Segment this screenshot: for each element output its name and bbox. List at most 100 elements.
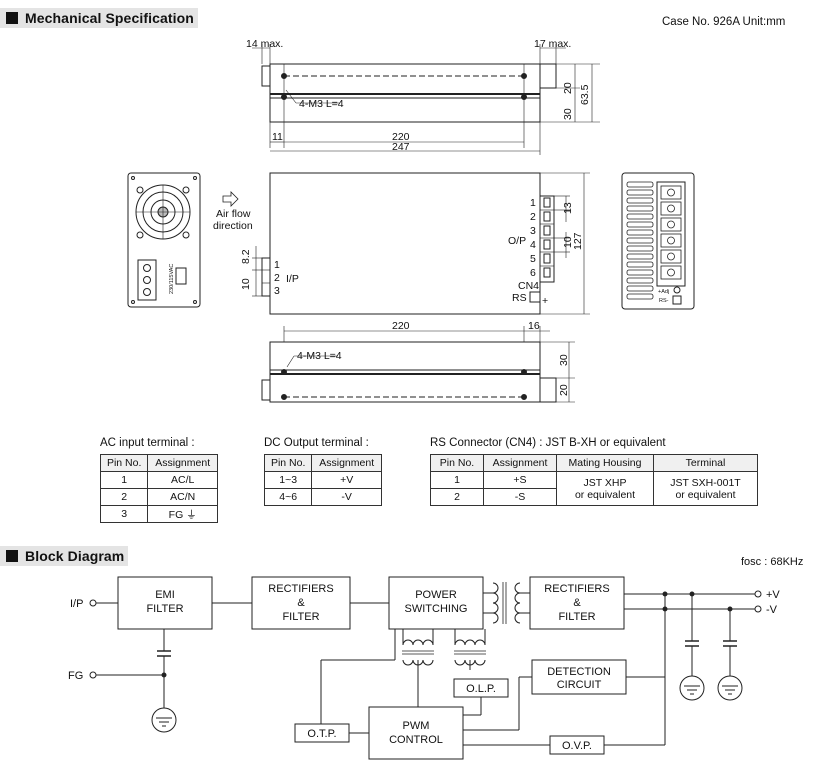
rs-plus: + <box>542 295 548 307</box>
top-view-left-protrusion <box>261 65 271 87</box>
terminal-cell: JST SXH-001T or equivalent <box>653 471 758 506</box>
output-end-view <box>621 172 695 310</box>
junction-dot <box>161 672 167 678</box>
dim-20-bottom: 20 <box>558 384 570 396</box>
vplus-label: +V <box>766 589 780 601</box>
rs-header-assign: Assignment <box>483 454 557 472</box>
airflow-label-1: Air flow <box>216 208 251 220</box>
rect2-label-3: FILTER <box>558 611 595 623</box>
rect2-label-2: & <box>573 597 581 609</box>
power-label-1: POWER <box>415 589 457 601</box>
emi-label-2: FILTER <box>146 603 183 615</box>
dim-16: 16 <box>528 320 540 332</box>
op-pin-1: 1 <box>530 197 536 209</box>
dim-220-bottom: 220 <box>392 320 410 332</box>
header-square-icon <box>6 12 18 24</box>
leader-line <box>286 355 295 368</box>
ac-terminal-screw <box>143 264 151 272</box>
vminus-label: -V <box>766 604 778 616</box>
fg-terminal-icon <box>89 671 97 679</box>
rs-small-connector <box>672 295 682 305</box>
table-row: 1 AC/L <box>99 471 218 489</box>
output-end-body <box>621 172 695 310</box>
side-view <box>222 172 590 315</box>
dim-8-2: 8.2 <box>240 249 252 264</box>
top-view <box>252 44 600 155</box>
voltage-switch <box>175 267 187 285</box>
airflow-label-2: direction <box>213 220 253 232</box>
top-view-right-protrusion <box>539 63 557 89</box>
op-pin-6: 6 <box>530 267 536 279</box>
housing-line-2: or equivalent <box>574 488 636 501</box>
transformer-primary-icon <box>492 582 499 624</box>
table-cell: 1 <box>99 471 149 489</box>
pwm-label-1: PWM <box>403 720 430 732</box>
case-info: Case No. 926A Unit:mm <box>662 16 786 28</box>
rs-header-housing: Mating Housing <box>556 454 654 472</box>
bottom-view <box>261 326 575 403</box>
op-terminal-block <box>539 195 555 283</box>
fg-label-block: FG <box>68 670 83 682</box>
olp-label: O.L.P. <box>466 683 496 695</box>
pwm-label-2: CONTROL <box>389 734 443 746</box>
ip-label: I/P <box>286 273 299 285</box>
ip-pin-3: 3 <box>274 285 280 297</box>
screw-note-top: 4-M3 L=4 <box>299 98 344 110</box>
rectifier2-block <box>529 576 625 630</box>
power-label-2: SWITCHING <box>405 603 468 615</box>
ac-input-table: Pin No. Assignment 1 AC/L 2 AC/N 3 FG ⏚ <box>99 454 218 523</box>
rs-connector <box>529 291 541 303</box>
ac-header-pin: Pin No. <box>99 454 149 472</box>
fosc-label: fosc : 68KHz <box>741 556 804 568</box>
leader-line <box>285 89 297 104</box>
ground-symbol-icon <box>151 707 177 733</box>
dim-30-bottom: 30 <box>558 354 570 366</box>
ip-pin-2: 2 <box>274 272 280 284</box>
dc-table-title: DC Output terminal : <box>264 437 369 449</box>
ip-terminal-icon <box>89 599 97 607</box>
op-screw <box>543 225 551 236</box>
corner-hole <box>193 176 197 180</box>
fan-screw <box>182 231 190 239</box>
rs-table-title: RS Connector (CN4) : JST B-XH or equival… <box>430 437 666 449</box>
table-cell: 4~6 <box>263 488 313 506</box>
ip-terminal-block <box>261 257 271 297</box>
op-pin-2: 2 <box>530 211 536 223</box>
ground-symbol-icon <box>679 675 705 701</box>
dim-127: 127 <box>572 232 584 250</box>
transformer-secondary-icon <box>514 582 521 624</box>
dim-63-5: 63.5 <box>579 84 591 105</box>
table-cell: 3 <box>99 505 149 523</box>
mechanical-spec-title: Mechanical Specification <box>25 10 194 26</box>
rs-small-label: RS- <box>659 298 669 304</box>
bottom-view-body <box>269 341 541 403</box>
fan-end-body <box>127 172 201 308</box>
op-screw <box>543 211 551 222</box>
ip-label-block: I/P <box>70 598 83 610</box>
ac-terminal-screw <box>143 288 151 296</box>
screw-hole <box>521 394 527 400</box>
vac-label: 230/115VAC <box>169 264 175 294</box>
screw-hole <box>281 369 287 375</box>
dim-20-top: 20 <box>562 82 574 94</box>
detection-label-1: DETECTION <box>547 666 611 678</box>
dim-220-top: 220 <box>392 131 410 143</box>
table-row: 2 -S <box>430 488 758 506</box>
vplus-terminal-icon <box>754 590 762 598</box>
mechanical-spec-header: Mechanical Specification <box>0 8 198 28</box>
table-cell: FG ⏚ <box>147 505 218 523</box>
dim-247: 247 <box>392 141 410 153</box>
dim-10-op: 10 <box>562 236 574 248</box>
fan-screw <box>136 231 144 239</box>
op-screw <box>543 197 551 208</box>
dim-13: 13 <box>562 202 574 214</box>
op-pin-4: 4 <box>530 239 536 251</box>
corner-hole <box>131 300 135 304</box>
ovp-label: O.V.P. <box>562 740 592 752</box>
dim-11: 11 <box>272 131 283 143</box>
op-label: O/P <box>508 235 526 247</box>
op-screw <box>543 267 551 278</box>
detection-label-2: CIRCUIT <box>557 679 602 691</box>
dc-output-table: Pin No. Assignment 1~3 +V 4~6 -V <box>263 454 382 506</box>
